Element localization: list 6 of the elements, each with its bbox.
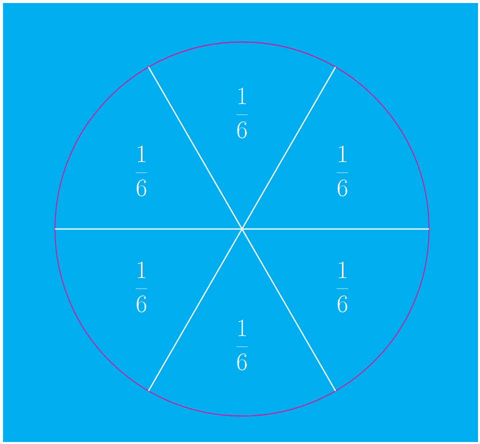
fraction: $\frac{1}{6}$ <box>136 146 148 196</box>
fraction: $\frac{1}{6}$ <box>236 88 248 138</box>
fraction: $\frac{1}{6}$ <box>336 262 348 312</box>
fraction: $\frac{1}{6}$ <box>136 262 148 312</box>
fraction: $\frac{1}{6}$ <box>336 146 348 196</box>
fraction: $\frac{1}{6}$ <box>236 320 248 370</box>
